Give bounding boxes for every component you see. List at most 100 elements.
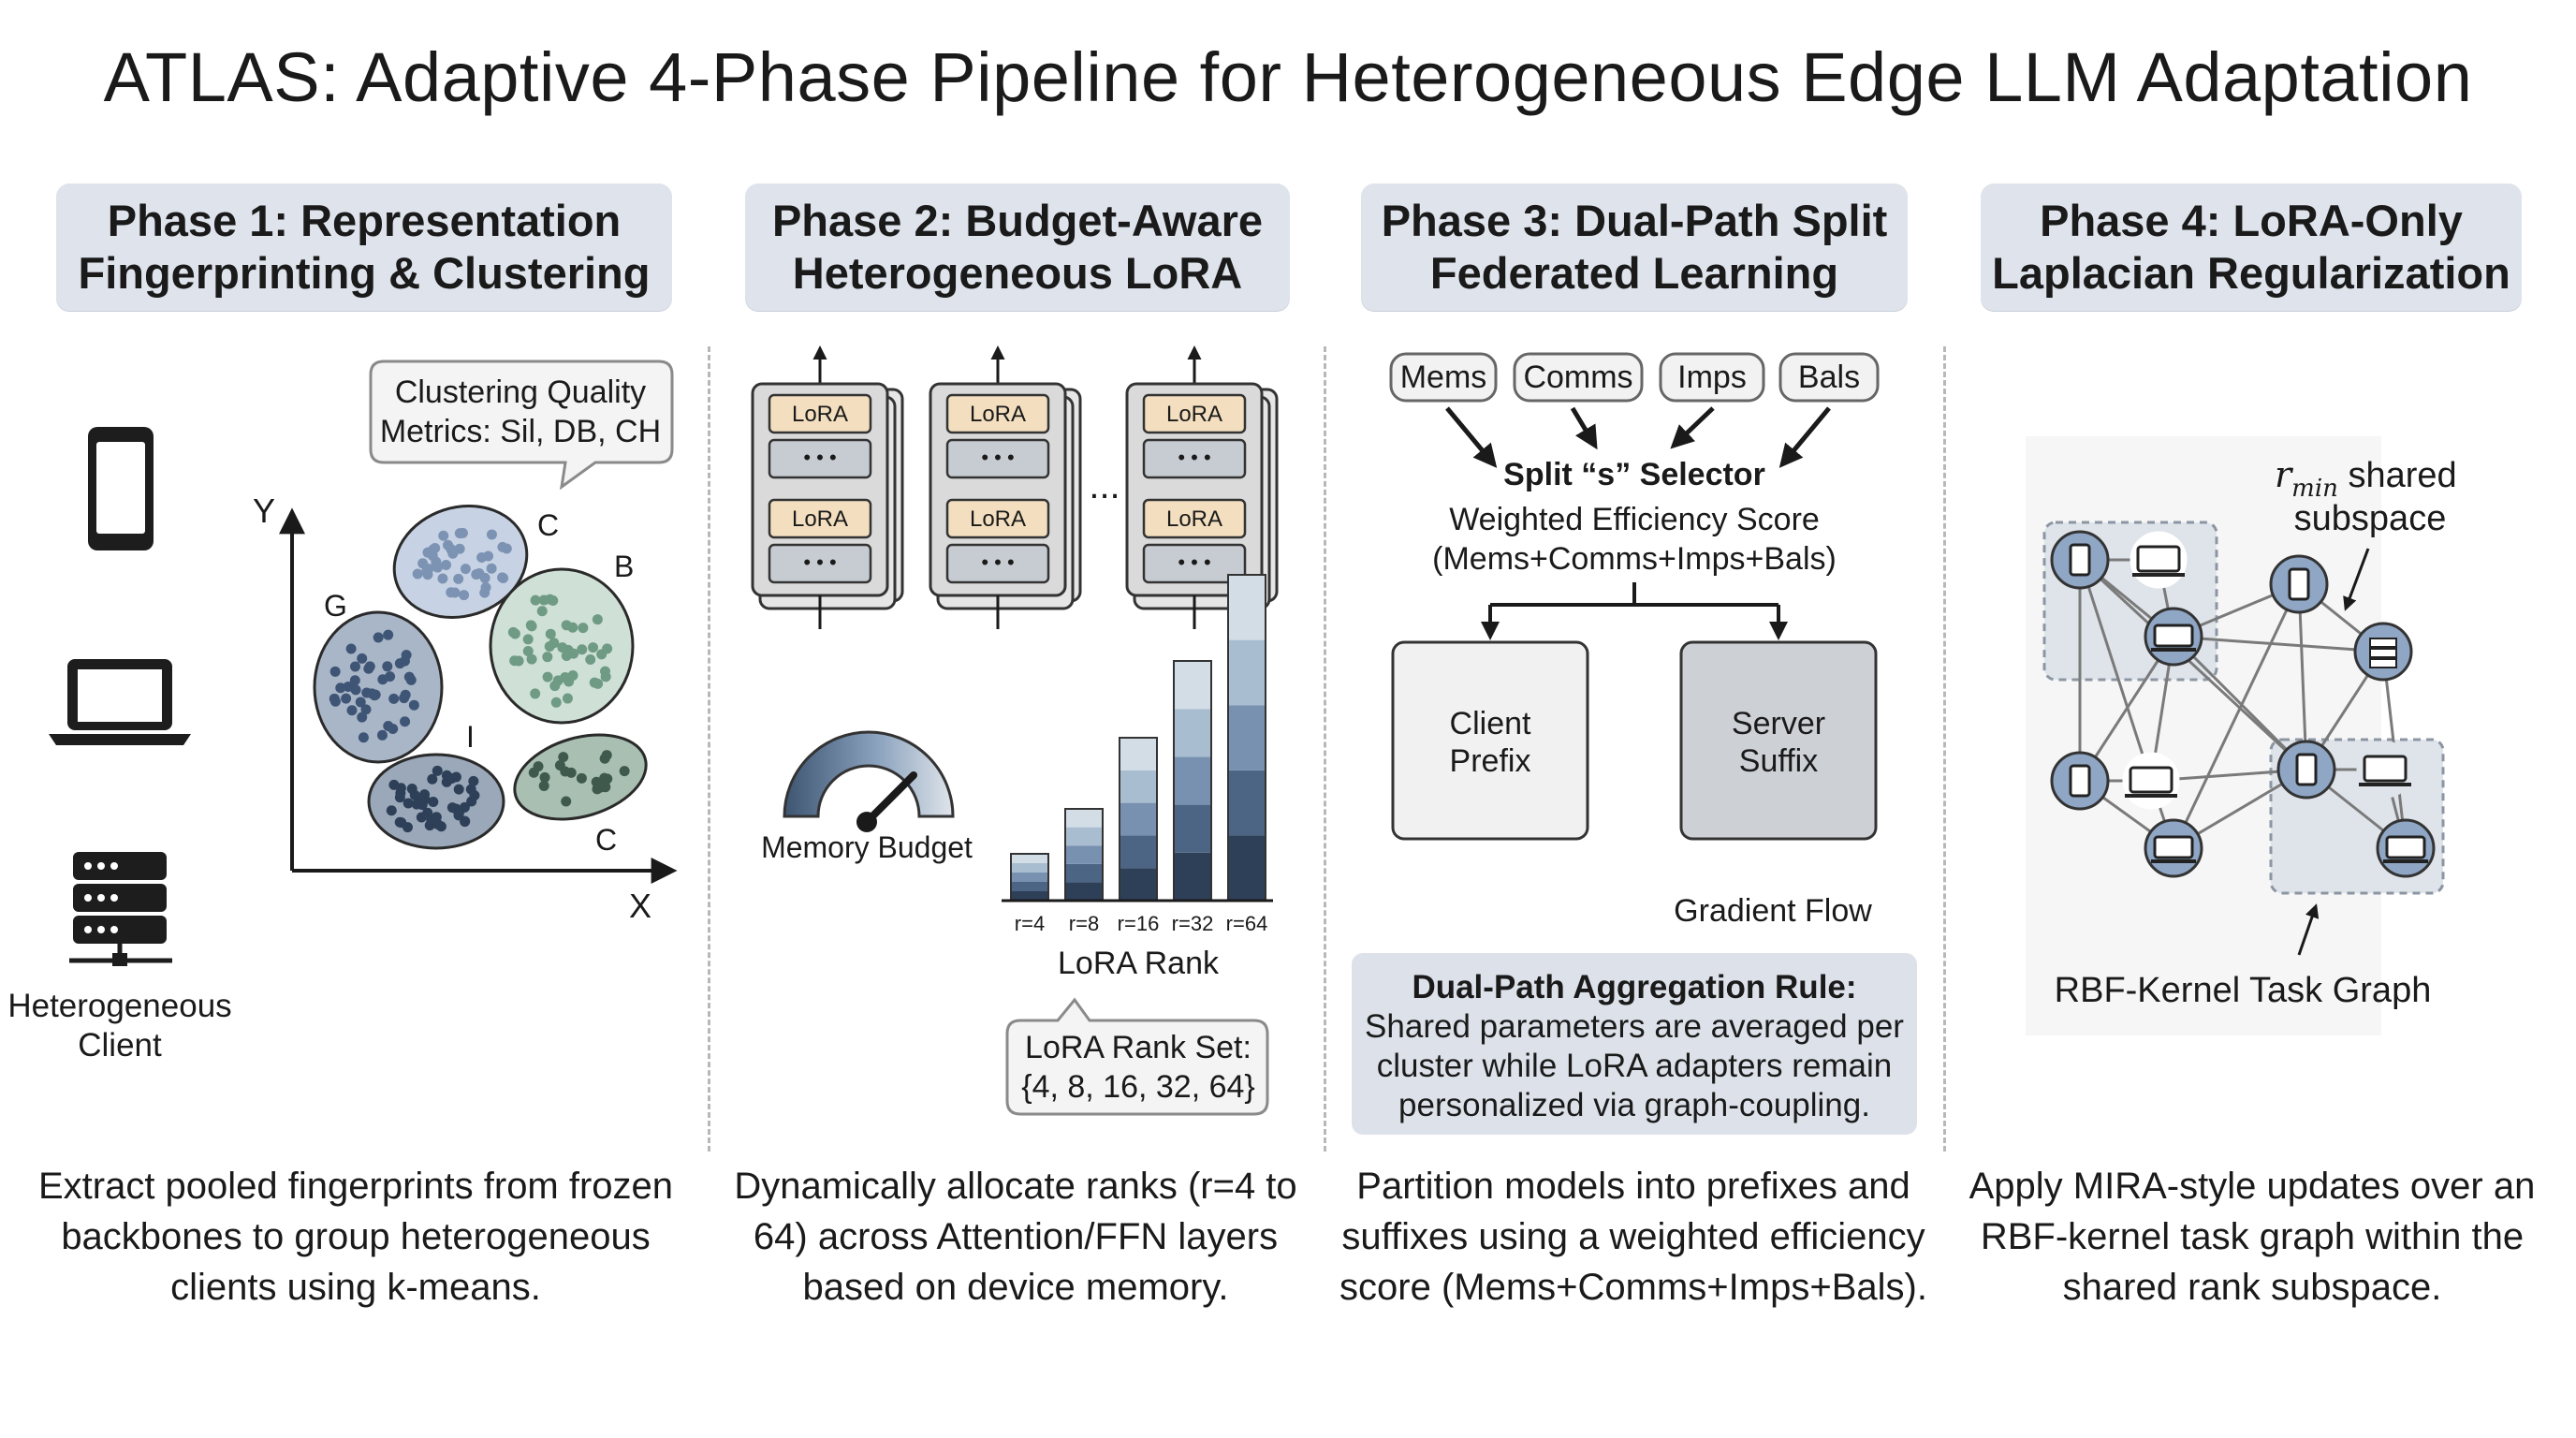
- score-line2: (Mems+Comms+Imps+Bals): [1432, 541, 1837, 577]
- cluster-points: [329, 527, 630, 833]
- cluster-point: [498, 573, 509, 584]
- rmin-label-line1: rmin shared: [2275, 454, 2457, 503]
- cluster-point: [522, 634, 534, 645]
- cluster-label-b: B: [614, 550, 634, 583]
- rank-axis-label: LoRA Rank: [1058, 946, 1220, 981]
- rmin-label-line2: subspace: [2294, 499, 2447, 538]
- lora-stack-3: LoRA • • • LoRA • • •: [1125, 345, 1279, 629]
- rank-bar-segment: [1174, 661, 1211, 710]
- client-label-line1: Heterogeneous: [7, 988, 231, 1024]
- lora-label: LoRA: [792, 402, 848, 427]
- cluster-point: [431, 559, 442, 570]
- task-graph-label: RBF-Kernel Task Graph: [2055, 971, 2432, 1010]
- cluster-point: [383, 629, 394, 640]
- lora-label: LoRA: [970, 506, 1026, 532]
- rank-bar-segment: [1065, 882, 1103, 901]
- cluster-point: [373, 632, 384, 643]
- arrow-comms: [1570, 406, 1598, 450]
- cluster-point: [432, 819, 444, 830]
- aggregation-rule-line1: Shared parameters are averaged per: [1365, 1008, 1904, 1045]
- cluster-point: [402, 798, 414, 809]
- rank-bar-segment: [1120, 738, 1157, 770]
- cluster-point: [577, 644, 588, 655]
- cluster-point: [441, 560, 452, 571]
- rank-bar-segment: [1011, 863, 1048, 873]
- cluster-point: [329, 666, 341, 677]
- cluster-point: [593, 678, 604, 689]
- callout-line2: Metrics: Sil, DB, CH: [380, 414, 661, 449]
- rank-set-callout: LoRA Rank Set: {4, 8, 16, 32, 64}: [1005, 997, 1269, 1116]
- rank-bar-segment: [1174, 804, 1211, 853]
- cluster-label-c-top: C: [537, 508, 559, 542]
- svg-text:• • •: • • •: [981, 550, 1014, 574]
- rmin-pointer-arrow: [2343, 548, 2370, 611]
- cluster-point: [459, 590, 470, 601]
- cluster-point: [402, 822, 413, 833]
- gauge-needle: [863, 771, 917, 826]
- cluster-point: [507, 626, 519, 638]
- cluster-point: [525, 620, 536, 631]
- cluster-point: [364, 661, 375, 672]
- rank-set-line2: {4, 8, 16, 32, 64}: [1021, 1069, 1255, 1105]
- cluster-point: [460, 564, 471, 575]
- y-axis-label: Y: [253, 492, 275, 530]
- cluster-point: [557, 642, 568, 653]
- cluster-point: [400, 716, 411, 727]
- clustering-quality-callout: Clustering Quality Metrics: Sil, DB, CH: [369, 360, 674, 491]
- graph-pointer-arrow: [2297, 903, 2320, 956]
- cluster-point: [599, 753, 610, 764]
- svg-text:• • •: • • •: [1178, 550, 1210, 574]
- cluster-point: [357, 653, 368, 664]
- rank-bar-segment: [1065, 845, 1103, 864]
- aggregation-rule-title: Dual-Path Aggregation Rule:: [1412, 969, 1856, 1005]
- cluster-point: [552, 675, 564, 686]
- divider-1: [708, 346, 710, 1152]
- cluster-point: [454, 528, 465, 539]
- cluster-point: [366, 688, 377, 699]
- rank-set-line1: LoRA Rank Set:: [1025, 1030, 1251, 1065]
- client-prefix-line1: Client: [1450, 706, 1531, 741]
- server-suffix-line2: Suffix: [1739, 743, 1818, 779]
- rank-bar-segment: [1228, 639, 1266, 706]
- lora-stack-1: LoRA • • • LoRA • • •: [751, 345, 904, 629]
- cluster-point: [438, 530, 449, 541]
- lora-rank-bars: [1010, 574, 1266, 902]
- cluster-point: [449, 587, 461, 598]
- cluster-label-i: I: [466, 720, 475, 754]
- divider-2: [1324, 346, 1326, 1152]
- cluster-point: [544, 641, 555, 653]
- cluster-point: [530, 594, 541, 606]
- svg-text:• • •: • • •: [803, 550, 836, 574]
- cluster-point: [419, 789, 431, 800]
- lora-label: LoRA: [792, 506, 848, 532]
- rank-bar-segment: [1228, 770, 1266, 836]
- cluster-point: [561, 796, 572, 807]
- cluster-point: [345, 643, 357, 654]
- cluster-point: [443, 539, 454, 550]
- cluster-point: [454, 805, 465, 816]
- cluster-point: [360, 704, 372, 715]
- lora-label: LoRA: [970, 402, 1026, 427]
- cluster-point: [341, 693, 352, 704]
- aggregation-rule-line3: personalized via graph-coupling.: [1398, 1087, 1870, 1123]
- cluster-point: [483, 550, 494, 562]
- cluster-point: [600, 782, 611, 793]
- aggregation-rule-line2: cluster while LoRA adapters remain: [1377, 1048, 1893, 1084]
- cluster-point: [539, 771, 550, 783]
- cluster-point: [453, 573, 464, 584]
- smartphone-icon: [88, 427, 154, 550]
- gradient-flow-label: Gradient Flow: [1674, 893, 1872, 929]
- svg-text:• • •: • • •: [803, 446, 836, 469]
- svg-text:• • •: • • •: [981, 446, 1014, 469]
- cluster-point: [486, 563, 497, 574]
- cluster-point: [536, 606, 548, 617]
- cluster-point: [526, 653, 537, 665]
- server-suffix-line1: Server: [1732, 706, 1825, 741]
